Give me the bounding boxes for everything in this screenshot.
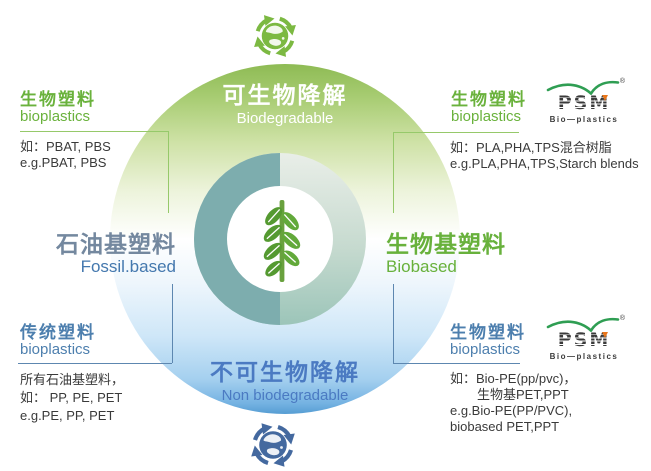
example-line: e.g.PE, PP, PET bbox=[20, 408, 115, 423]
bottom-left-title-zh: 传统塑料 bbox=[20, 323, 96, 342]
non-biodegradable-title-en: Non biodegradable bbox=[221, 387, 349, 404]
top-right-title-zh: 生物塑料 bbox=[451, 90, 527, 109]
psm-bioplastics-logo: ® PSM Bio—plastics bbox=[544, 315, 625, 363]
fossil-based-label: 石油基塑料 Fossil.based bbox=[20, 231, 176, 276]
psm-logo-carrot-icon bbox=[602, 332, 608, 338]
example-line: 所有石油基塑料， bbox=[20, 372, 125, 387]
biobased-label: 生物基塑料 Biobased bbox=[386, 231, 556, 276]
connector-top-right-vertical bbox=[393, 132, 394, 213]
example-line: e.g.PBAT, PBS bbox=[20, 155, 107, 170]
quadrant-label-bottom-left: 传统塑料 bioplastics bbox=[20, 323, 96, 358]
plant-sprout-icon bbox=[263, 200, 301, 282]
recycle-globe-green-icon bbox=[254, 15, 296, 57]
psm-logo-swoosh-icon bbox=[546, 317, 620, 332]
example-line: e.g.PLA,PHA,TPS,Starch blends bbox=[450, 156, 639, 171]
connector-top-left-horizontal bbox=[20, 131, 168, 132]
example-line: 如：PBAT, PBS bbox=[20, 139, 111, 154]
example-line: e.g.Bio-PE(PP/PVC), bbox=[450, 403, 573, 418]
bottom-left-examples: 所有石油基塑料， 如： PP, PE, PET e.g.PE, PP, PET bbox=[20, 371, 124, 425]
biodegradable-title: 可生物降解 Biodegradable bbox=[160, 82, 410, 127]
biodegradable-title-en: Biodegradable bbox=[236, 110, 334, 127]
top-left-examples: 如：PBAT, PBS e.g.PBAT, PBS bbox=[20, 139, 111, 171]
recycle-globe-blue-icon bbox=[251, 423, 295, 467]
psm-logo-swoosh-icon bbox=[546, 80, 620, 95]
psm-logo-subtitle: Bio—plastics bbox=[549, 352, 619, 361]
biobased-label-zh: 生物基塑料 bbox=[386, 231, 506, 257]
example-line: biobased PET,PPT bbox=[450, 419, 560, 434]
top-left-title-zh: 生物塑料 bbox=[20, 90, 96, 109]
bottom-right-examples: 如：Bio-PE(pp/pvc)， 生物基PET,PPT e.g.Bio-PE(… bbox=[450, 371, 576, 435]
connector-bottom-left-vertical bbox=[172, 284, 173, 363]
example-line: 如：Bio-PE(pp/pvc)， bbox=[450, 371, 577, 386]
connector-top-left-vertical bbox=[168, 131, 169, 213]
psm-logo-carrot-icon bbox=[602, 95, 608, 101]
bottom-left-title-en: bioplastics bbox=[20, 341, 91, 358]
quadrant-label-top-right: 生物塑料 bioplastics bbox=[451, 90, 527, 125]
quadrant-label-bottom-right: 生物塑料 bioplastics bbox=[450, 323, 526, 358]
example-line: 如：PLA,PHA,TPS混合树脂 bbox=[450, 140, 612, 155]
top-right-examples: 如：PLA,PHA,TPS混合树脂 e.g.PLA,PHA,TPS,Starch… bbox=[450, 140, 639, 172]
non-biodegradable-title-zh: 不可生物降解 bbox=[210, 359, 360, 385]
psm-bioplastics-logo: ® PSM Bio—plastics bbox=[544, 78, 625, 126]
biodegradable-title-zh: 可生物降解 bbox=[222, 82, 348, 108]
connector-bottom-right-vertical bbox=[393, 284, 394, 363]
connector-bottom-left-horizontal bbox=[18, 363, 172, 364]
bottom-right-title-en: bioplastics bbox=[450, 341, 521, 358]
registered-mark: ® bbox=[619, 78, 625, 85]
bottom-right-title-zh: 生物塑料 bbox=[450, 323, 526, 342]
top-left-title-en: bioplastics bbox=[20, 108, 91, 125]
psm-logo-name: PSM bbox=[557, 92, 611, 114]
connector-bottom-right-horizontal bbox=[393, 363, 520, 364]
registered-mark: ® bbox=[619, 315, 625, 322]
top-right-title-en: bioplastics bbox=[451, 108, 522, 125]
connector-top-right-horizontal bbox=[393, 132, 519, 133]
example-line: 如： PP, PE, PET bbox=[20, 390, 123, 405]
quadrant-label-top-left: 生物塑料 bioplastics bbox=[20, 90, 96, 125]
biobased-label-en: Biobased bbox=[386, 257, 457, 276]
example-line: 生物基PET,PPT bbox=[477, 387, 569, 402]
psm-logo-name: PSM bbox=[557, 329, 611, 351]
fossil-based-label-en: Fossil.based bbox=[80, 257, 176, 276]
non-biodegradable-title: 不可生物降解 Non biodegradable bbox=[160, 359, 410, 404]
psm-logo-subtitle: Bio—plastics bbox=[549, 115, 619, 124]
fossil-based-label-zh: 石油基塑料 bbox=[56, 231, 176, 257]
